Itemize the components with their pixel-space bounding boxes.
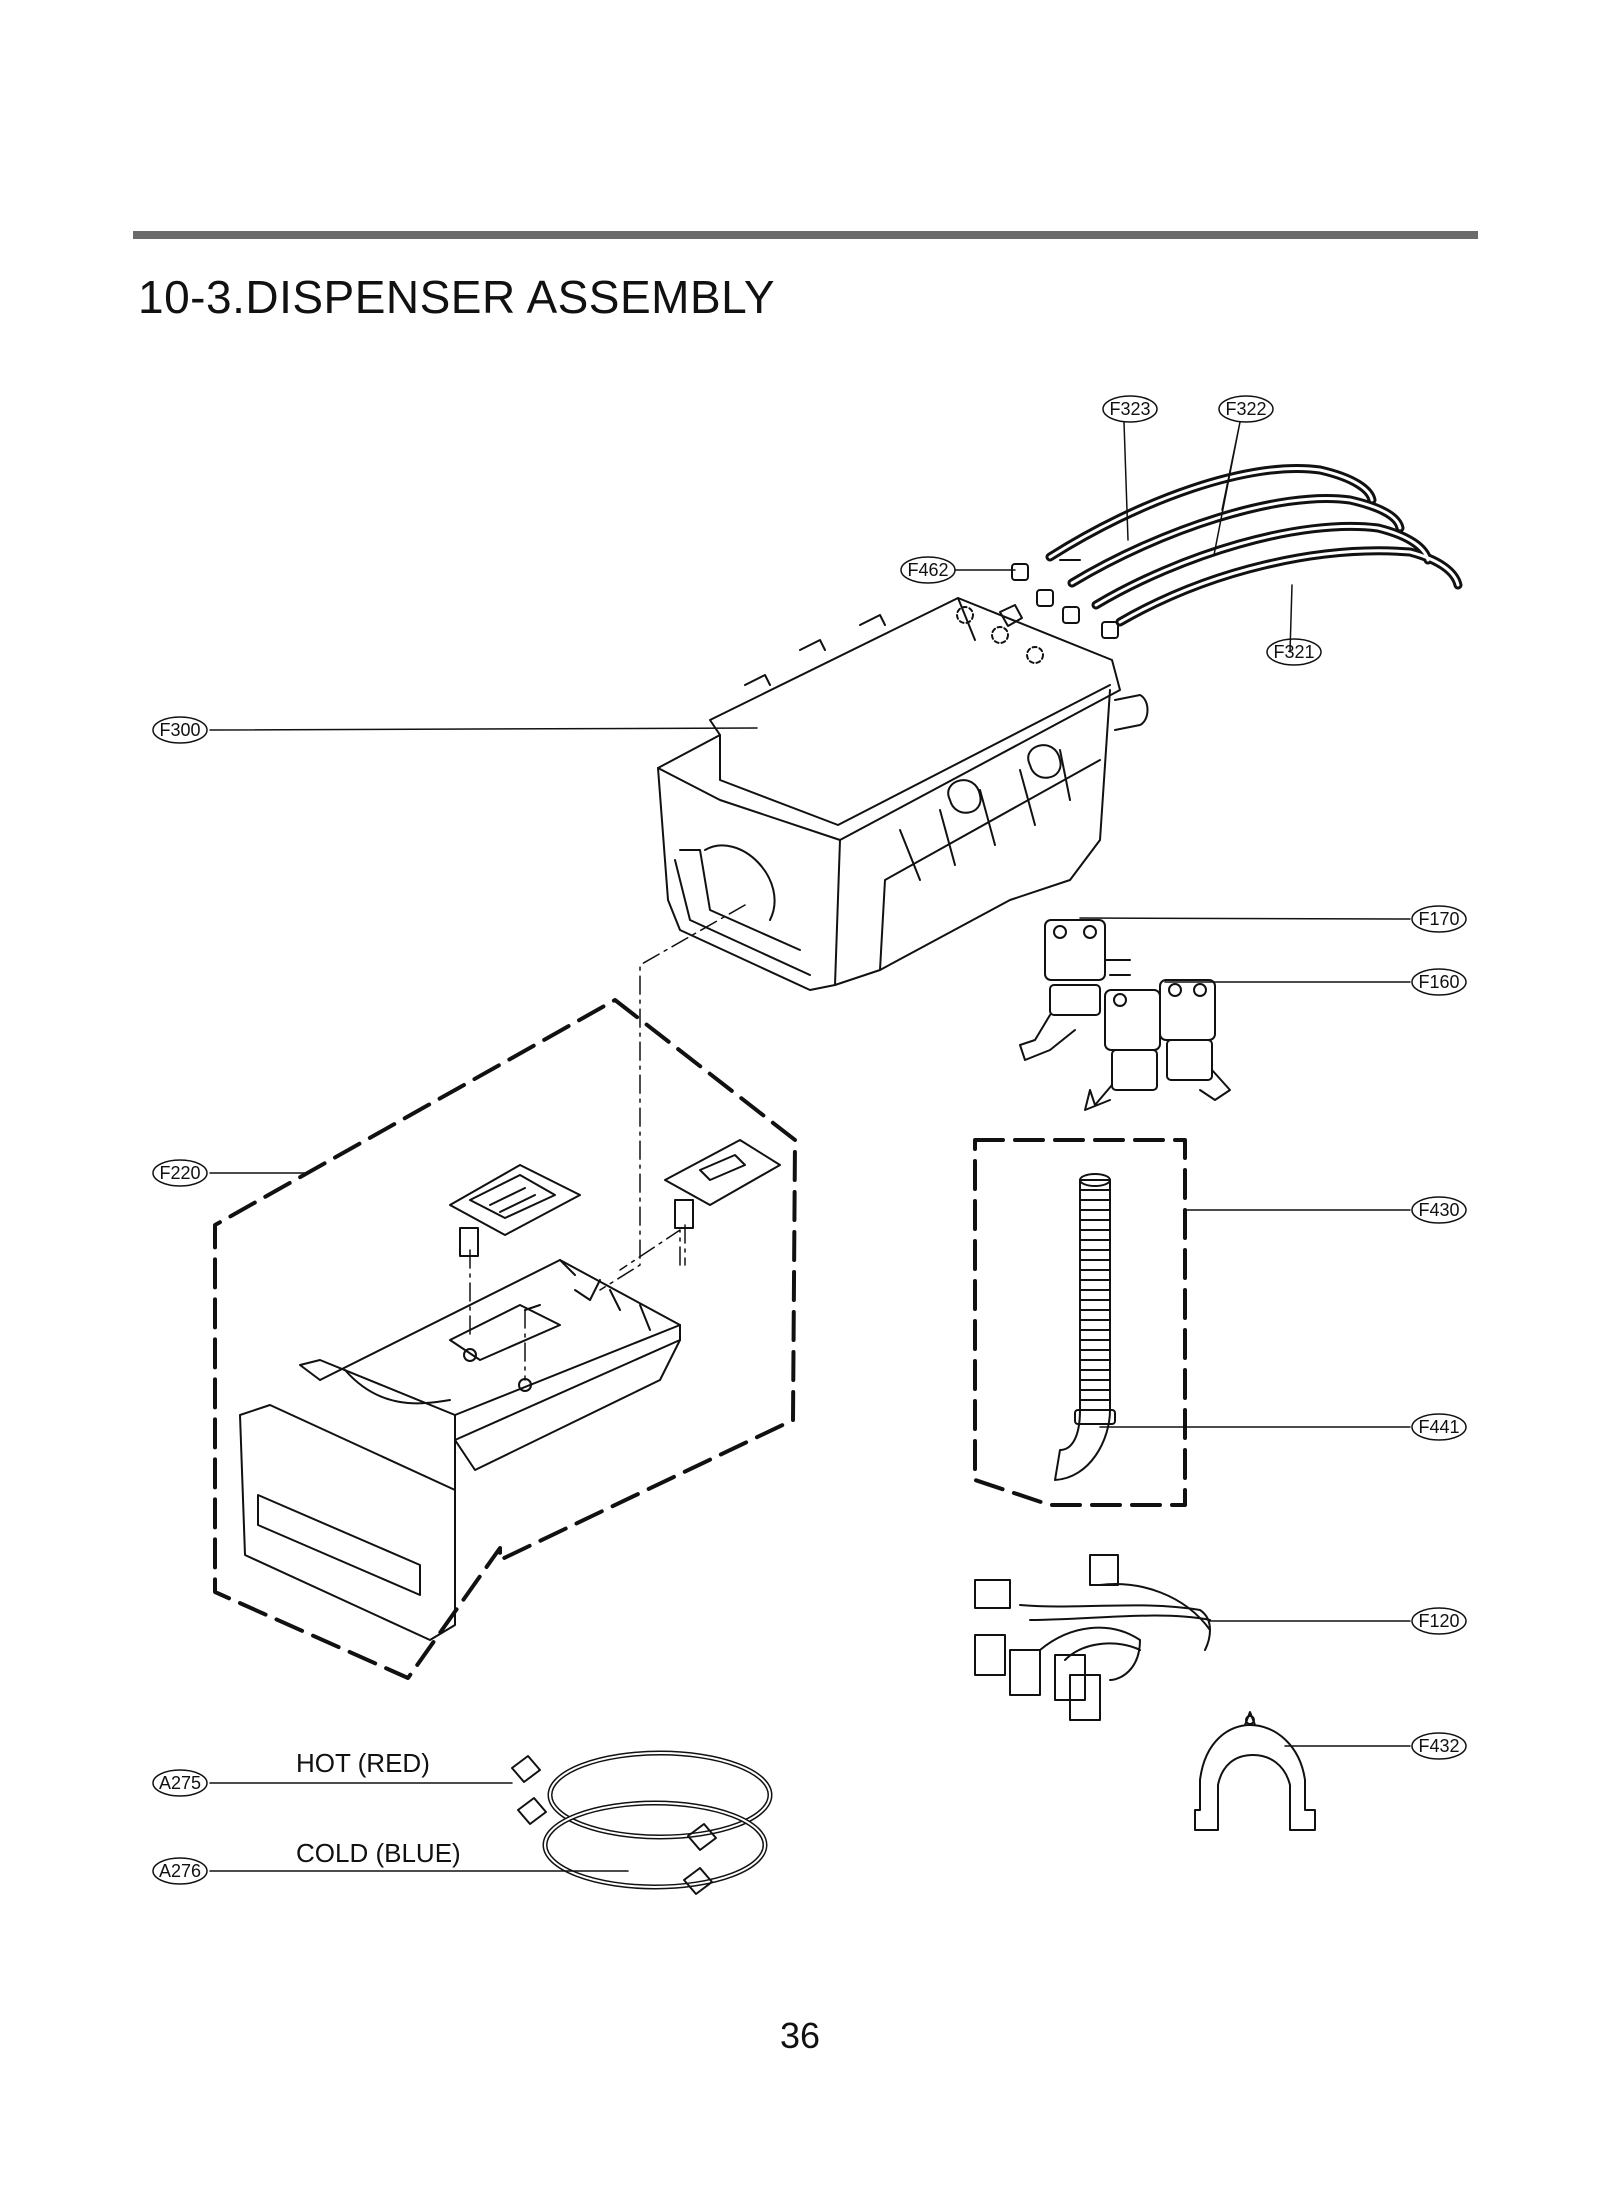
drawer-group-outline [213, 998, 797, 1680]
inlet-hose-cold-inner [544, 1802, 766, 1888]
callout-F323: F323 [1109, 399, 1150, 419]
callout-F322: F322 [1225, 399, 1266, 419]
tube-set [1045, 463, 1463, 627]
tube-highlights [1048, 466, 1460, 624]
cold-hose-label: COLD (BLUE) [296, 1838, 461, 1868]
water-valve-single [1019, 919, 1131, 1061]
drawer-cap-right [664, 1139, 781, 1229]
callout-A276: A276 [159, 1861, 201, 1881]
callout-F160: F160 [1418, 972, 1459, 992]
callout-ovals [152, 395, 1467, 1885]
assembly-guides [469, 904, 746, 1381]
water-valve-double [1084, 979, 1231, 1111]
hose-fittings [511, 1755, 717, 1895]
page-title: 10-3.DISPENSER ASSEMBLY [138, 271, 776, 323]
callout-F441: F441 [1418, 1417, 1459, 1437]
hot-hose-label: HOT (RED) [296, 1748, 430, 1778]
callout-F220: F220 [159, 1163, 200, 1183]
wire-harness [974, 1554, 1211, 1721]
callout-F432: F432 [1418, 1736, 1459, 1756]
callout-F462: F462 [907, 560, 948, 580]
callout-F170: F170 [1418, 909, 1459, 929]
leader-lines [209, 421, 1411, 1872]
callout-A275: A275 [159, 1773, 201, 1793]
dispenser-housing [657, 559, 1149, 991]
detergent-drawer [239, 1259, 681, 1641]
callout-F430: F430 [1418, 1200, 1459, 1220]
hose-clamps [1011, 563, 1119, 639]
callout-F321: F321 [1273, 642, 1314, 662]
callout-F120: F120 [1418, 1611, 1459, 1631]
inlet-hose-hot-inner [549, 1752, 771, 1838]
corrugated-hose [1054, 1173, 1116, 1481]
header-rule [133, 231, 1478, 239]
hose-hanger [1194, 1711, 1316, 1831]
drawer-cap-left [449, 1164, 581, 1257]
hose-box-outline [973, 1138, 1187, 1507]
callout-F300: F300 [159, 720, 200, 740]
page-number: 36 [779, 2015, 821, 2056]
